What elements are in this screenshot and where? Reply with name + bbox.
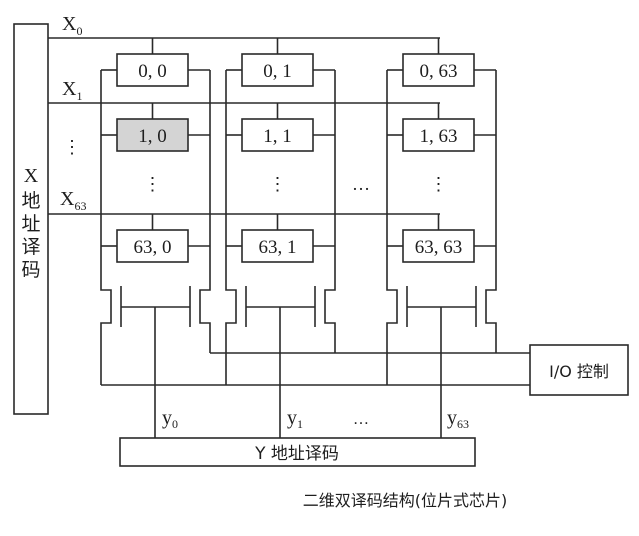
row-ellipsis: ⋮ [63,137,81,157]
bit-line-left [225,70,237,385]
x-decoder-box [13,23,49,415]
memory-cell-label: 0, 1 [263,61,292,82]
memory-cell-label: 1, 63 [420,126,458,147]
row-label-x63: X63 [60,188,86,213]
column-line-ellipsis: … [353,411,369,428]
x-decoder-label-char: 址 [21,213,40,235]
memory-cell-label: 1, 1 [263,126,292,147]
column-label-y0: y0 [162,407,178,431]
memory-cell-label: 63, 63 [415,237,463,258]
bit-line-right [199,70,211,353]
x-decoder-label-char: 译 [21,236,40,258]
memory-cell [241,53,314,87]
row-label-x0: X0 [62,13,82,38]
column-label-y63: y63 [447,407,469,431]
column-select-lines: y0 y1 y63 … [154,307,469,438]
memory-cell-label: 0, 0 [138,61,167,82]
x-address-decoder: X 地 址 译 码 [13,23,49,415]
bit-line-left [100,70,112,385]
memory-column-group: 0, 0 1, 0 63, 0 ⋮ [100,38,211,385]
memory-cell [241,118,314,152]
row-select-lines: X0 X1 X63 ⋮ [48,13,440,215]
memory-cell-label: 1, 0 [138,126,167,147]
y-decoder-label: Y 地址译码 [254,444,339,464]
memory-column-group: 0, 63 1, 63 63, 63 ⋮ [386,38,497,385]
io-control-label: I/O 控制 [549,362,609,381]
bit-line-right [485,70,497,353]
y-address-decoder: Y 地址译码 [119,437,476,467]
bit-line-right [324,70,336,353]
memory-cell-highlighted [116,118,189,152]
diagram-caption: 二维双译码结构(位片式芯片) [303,491,508,510]
x-decoder-label-char: 地 [21,190,40,212]
io-control: I/O 控制 [529,344,629,396]
cell-column-ellipsis: ⋮ [269,174,287,194]
x-decoder-label-char: X [24,165,39,187]
memory-cell-label: 0, 63 [420,61,458,82]
memory-cell [241,229,314,263]
memory-cell-label: 63, 1 [259,237,297,258]
memory-cell [402,229,475,263]
memory-cell-label: 63, 0 [134,237,172,258]
io-control-box [529,344,629,396]
cell-column-ellipsis: ⋮ [144,174,162,194]
data-bus-lines [101,352,530,386]
cell-column-ellipsis: ⋮ [430,174,448,194]
bit-line-left [386,70,398,385]
y-decoder-box [119,437,476,467]
column-label-y1: y1 [287,407,303,431]
column-group-ellipsis: … [352,174,370,194]
memory-columns: 0, 0 1, 0 63, 0 ⋮ 0, 1 1, 1 63, 1 ⋮ 0, 63 1, 63 63… [100,38,497,385]
row-label-x1: X1 [62,78,82,103]
memory-cell [402,53,475,87]
memory-cell [402,118,475,152]
memory-cell [116,53,189,87]
x-decoder-label-char: 码 [21,259,40,281]
memory-column-group: 0, 1 1, 1 63, 1 ⋮ [225,38,336,385]
memory-cell [116,229,189,263]
